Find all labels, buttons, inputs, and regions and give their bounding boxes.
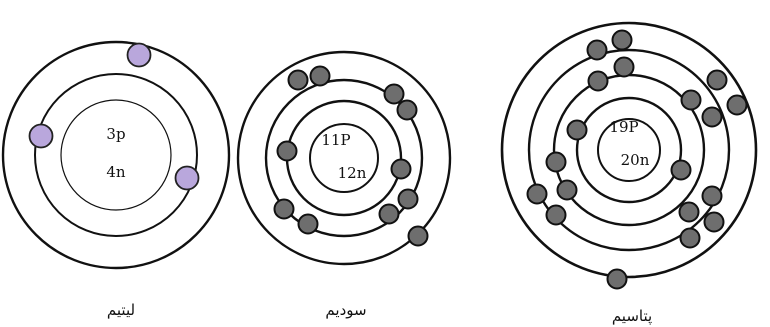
potassium-shell-3 bbox=[527, 48, 731, 252]
potassium-label: پتاسیم bbox=[612, 307, 652, 326]
lithium-outer-ring bbox=[1, 40, 231, 270]
potassium-electron bbox=[670, 159, 692, 181]
potassium-electron bbox=[701, 106, 723, 128]
sodium-nucleus bbox=[309, 123, 379, 193]
sodium-neutrons: 12n bbox=[338, 164, 367, 182]
potassium-electron bbox=[606, 268, 628, 290]
potassium-electron bbox=[680, 89, 702, 111]
lithium-neutrons: 4n bbox=[106, 163, 126, 181]
sodium-electron bbox=[378, 203, 400, 225]
potassium-nucleus bbox=[597, 118, 661, 182]
potassium-neutrons: 20n bbox=[621, 151, 650, 169]
potassium-electron bbox=[545, 151, 567, 173]
sodium-electron bbox=[396, 99, 418, 121]
potassium-electron bbox=[678, 201, 700, 223]
sodium-electron bbox=[407, 225, 429, 247]
potassium-electron bbox=[526, 183, 548, 205]
potassium-electron bbox=[566, 119, 588, 141]
sodium-electron bbox=[297, 213, 319, 235]
potassium-electron bbox=[545, 204, 567, 226]
sodium-atom: 11P 12n سودیم bbox=[236, 50, 452, 319]
potassium-electron bbox=[726, 94, 748, 116]
potassium-electron bbox=[701, 185, 723, 207]
lithium-atom: 3p 4n لیتیم bbox=[1, 40, 231, 319]
sodium-electron bbox=[287, 69, 309, 91]
potassium-electron bbox=[679, 227, 701, 249]
potassium-electron bbox=[611, 29, 633, 51]
lithium-electron bbox=[174, 165, 200, 191]
potassium-electron bbox=[586, 39, 608, 61]
sodium-label: سودیم bbox=[325, 301, 366, 319]
lithium-electron bbox=[28, 123, 54, 149]
lithium-protons: 3p bbox=[106, 125, 125, 143]
lithium-label: لیتیم bbox=[107, 301, 135, 319]
potassium-atom: 19P 20n پتاسیم bbox=[500, 21, 758, 326]
lithium-nucleus bbox=[60, 99, 172, 211]
lithium-electron bbox=[126, 42, 152, 68]
potassium-shell-4 bbox=[500, 21, 758, 279]
potassium-shell-1 bbox=[575, 96, 683, 204]
sodium-electron bbox=[273, 198, 295, 220]
potassium-electron bbox=[703, 211, 725, 233]
potassium-electron bbox=[706, 69, 728, 91]
sodium-protons: 11P bbox=[321, 131, 350, 149]
potassium-protons: 19P bbox=[609, 118, 638, 136]
sodium-electron bbox=[309, 65, 331, 87]
sodium-electron bbox=[383, 83, 405, 105]
sodium-electron bbox=[276, 140, 298, 162]
lithium-shell-1 bbox=[34, 73, 198, 237]
potassium-electron bbox=[613, 56, 635, 78]
sodium-shell-2 bbox=[264, 78, 424, 238]
potassium-electron bbox=[587, 70, 609, 92]
potassium-electron bbox=[556, 179, 578, 201]
sodium-electron bbox=[397, 188, 419, 210]
sodium-electron bbox=[390, 158, 412, 180]
sodium-shell-3 bbox=[236, 50, 452, 266]
